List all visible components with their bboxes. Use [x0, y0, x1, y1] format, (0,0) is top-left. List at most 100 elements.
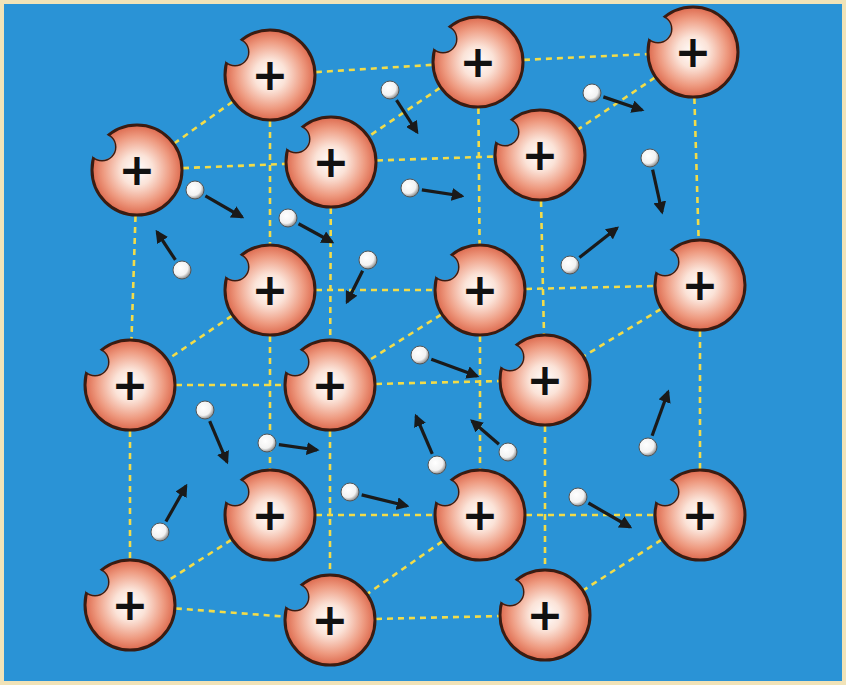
lattice-line	[316, 289, 434, 292]
lattice-line	[316, 514, 434, 517]
electron	[151, 523, 169, 541]
lattice-line	[369, 315, 441, 361]
positive-ion: +	[432, 242, 528, 338]
positive-ion: +	[497, 332, 593, 428]
positive-ion: +	[283, 114, 379, 210]
ion-charge: +	[252, 268, 289, 312]
electron-arrow	[210, 421, 227, 462]
ion-charge: +	[252, 493, 289, 537]
positive-ion: +	[282, 337, 378, 433]
lattice-line	[168, 316, 232, 359]
electron-arrow	[579, 228, 617, 258]
electron	[641, 149, 659, 167]
electron-arrow	[205, 196, 242, 217]
lattice-line	[377, 157, 494, 161]
electron-arrow	[396, 100, 417, 132]
positive-ion: +	[492, 107, 588, 203]
lattice-line	[169, 540, 232, 580]
positive-ion: +	[282, 572, 378, 668]
positive-ion: +	[645, 4, 741, 100]
lattice-line	[479, 336, 482, 469]
lattice-line	[578, 78, 655, 130]
electron-arrow	[472, 421, 499, 444]
electron	[196, 401, 214, 419]
lattice-line	[329, 431, 332, 574]
ion-charge: +	[527, 358, 564, 402]
electron	[186, 181, 204, 199]
positive-ion: +	[430, 14, 526, 110]
lattice-line	[329, 208, 332, 339]
electron	[428, 456, 446, 474]
ion-charge: +	[522, 133, 559, 177]
ion-charge: +	[462, 268, 499, 312]
electron	[279, 209, 297, 227]
electron-arrow	[603, 97, 642, 110]
positive-ion: +	[222, 467, 318, 563]
lattice-line	[368, 541, 443, 593]
electron-arrow	[279, 445, 317, 450]
lattice-line	[269, 121, 272, 244]
positive-ion: +	[497, 567, 593, 663]
ion-charge: +	[112, 583, 149, 627]
lattice-line	[174, 102, 232, 144]
electron-arrow	[588, 503, 630, 527]
electron-arrow	[362, 495, 407, 506]
ion-charge: +	[312, 598, 349, 642]
background: + + + + + + + + + + + + + + + + + +	[4, 4, 842, 681]
electron-arrow	[416, 416, 432, 454]
electron-arrow	[431, 359, 477, 376]
ion-charge: +	[119, 148, 156, 192]
electron	[401, 179, 419, 197]
lattice-line	[541, 201, 544, 334]
lattice-line	[526, 286, 654, 289]
electron	[499, 443, 517, 461]
electron-arrow	[652, 392, 668, 436]
electron	[359, 251, 377, 269]
lattice-line	[369, 88, 440, 136]
lattice-line	[694, 98, 698, 239]
positive-ion: +	[222, 242, 318, 338]
lattice-line	[129, 431, 132, 559]
positive-ion: +	[82, 337, 178, 433]
positive-ion: +	[222, 27, 318, 123]
electron-arrow	[166, 486, 186, 522]
electron-arrow	[347, 271, 363, 302]
lattice-line	[316, 65, 432, 72]
lattice-line	[544, 426, 547, 569]
electron	[341, 483, 359, 501]
electron	[583, 84, 601, 102]
ion-charge: +	[527, 593, 564, 637]
ion-charge: +	[112, 363, 149, 407]
electron	[561, 256, 579, 274]
lattice-line	[584, 540, 662, 590]
positive-ion: +	[89, 122, 185, 218]
electron-arrow	[653, 170, 662, 212]
ion-charge: +	[675, 30, 712, 74]
lattice-line	[524, 54, 647, 60]
electron	[411, 346, 429, 364]
electron	[569, 488, 587, 506]
ion-charge: +	[462, 493, 499, 537]
lattice-line	[699, 331, 702, 469]
lattice-line	[376, 616, 499, 619]
lattice-line	[176, 384, 284, 387]
electron-arrow	[299, 224, 332, 242]
ion-charge: +	[252, 53, 289, 97]
ion-charge: +	[460, 40, 497, 84]
ion-charge: +	[682, 493, 719, 537]
ion-charge: +	[312, 363, 349, 407]
lattice-line	[584, 309, 661, 356]
lattice-line	[131, 216, 135, 339]
lattice-line	[478, 108, 479, 244]
ion-charge: +	[682, 263, 719, 307]
free-electrons	[151, 81, 668, 541]
electron	[258, 434, 276, 452]
positive-ion: +	[82, 557, 178, 653]
ion-charge: +	[313, 140, 350, 184]
positive-ion: +	[652, 237, 748, 333]
electron	[173, 261, 191, 279]
electron	[381, 81, 399, 99]
electron	[639, 438, 657, 456]
lattice-line	[176, 608, 284, 616]
electron-arrow	[157, 232, 175, 260]
